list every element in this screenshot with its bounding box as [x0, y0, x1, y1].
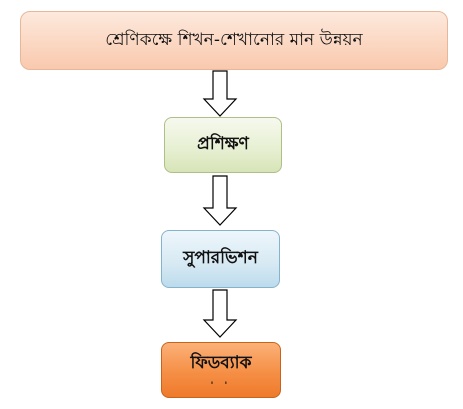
step-classroom-quality: শ্রেণিকক্ষে শিখন-শেখানোর মান উন্নয়ন	[20, 11, 448, 70]
step-label: সুপারভিশন	[183, 248, 258, 268]
step-training: প্রশিক্ষণ	[164, 117, 282, 173]
step-label: শ্রেণিকক্ষে শিখন-শেখানোর মান উন্নয়ন	[105, 29, 363, 50]
arrow-down-icon	[202, 70, 238, 117]
step-supervision: সুপারভিশন	[161, 230, 280, 288]
step-feedback: ফিডব্যাক ' '	[161, 342, 281, 398]
step-label: প্রশিক্ষণ	[197, 134, 249, 154]
arrow-down-icon	[202, 289, 238, 338]
step-label: ফিডব্যাক	[190, 352, 252, 373]
step-sublabel: ' '	[210, 380, 232, 391]
arrow-down-icon	[202, 175, 238, 226]
